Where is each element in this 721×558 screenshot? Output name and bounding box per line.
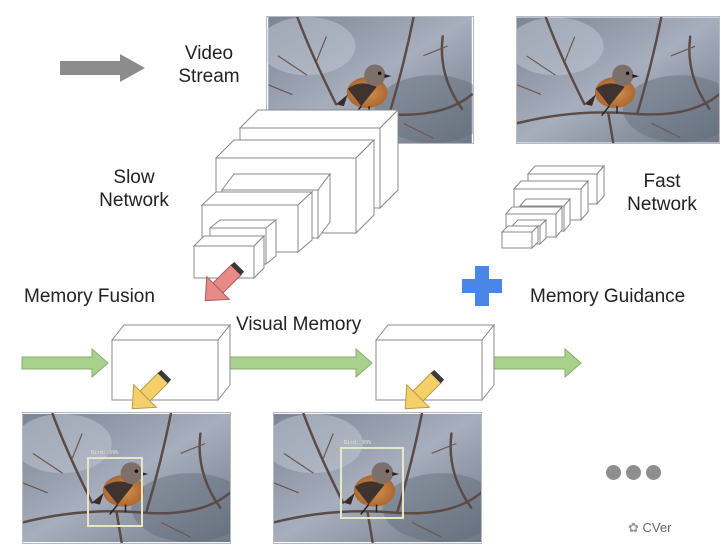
wechat-icon: ✿ <box>628 520 643 535</box>
dot-icon <box>626 465 641 480</box>
watermark-text: CVer <box>642 520 672 535</box>
slow-network-blocks <box>192 108 400 280</box>
flow-arrows <box>21 347 582 379</box>
memory-box-1 <box>110 323 232 402</box>
output-arrow-2 <box>404 369 445 410</box>
memory-fusion-arrow <box>204 261 245 302</box>
fast-network-label: Fast Network <box>627 171 697 215</box>
slow-network-label: Slow Network <box>99 167 169 211</box>
detection-box: Bird: 99% <box>340 440 404 519</box>
input-frame-2 <box>516 16 720 144</box>
detection-tag: Bird: 99% <box>91 450 119 456</box>
watermark: ✿ CVer <box>628 520 671 536</box>
stream-arrow <box>60 54 145 82</box>
visual-memory-label: Visual Memory <box>236 314 362 335</box>
memory-fusion-label: Memory Fusion <box>24 286 155 307</box>
fast-network-blocks <box>500 164 606 250</box>
more-frames-dots <box>606 465 661 480</box>
output-frame-2: Bird: 99% <box>273 412 482 544</box>
memory-guidance-label: Memory Guidance <box>530 286 686 307</box>
output-arrow-1 <box>131 369 172 410</box>
detection-box: Bird: 99% <box>87 450 143 527</box>
dot-icon <box>646 465 661 480</box>
dot-icon <box>606 465 621 480</box>
plus-icon <box>462 266 502 306</box>
output-frame-1: Bird: 99% <box>22 412 231 544</box>
video-stream-label: Video Stream <box>178 43 240 87</box>
memory-box-2 <box>374 323 496 402</box>
detection-tag: Bird: 99% <box>344 440 372 446</box>
